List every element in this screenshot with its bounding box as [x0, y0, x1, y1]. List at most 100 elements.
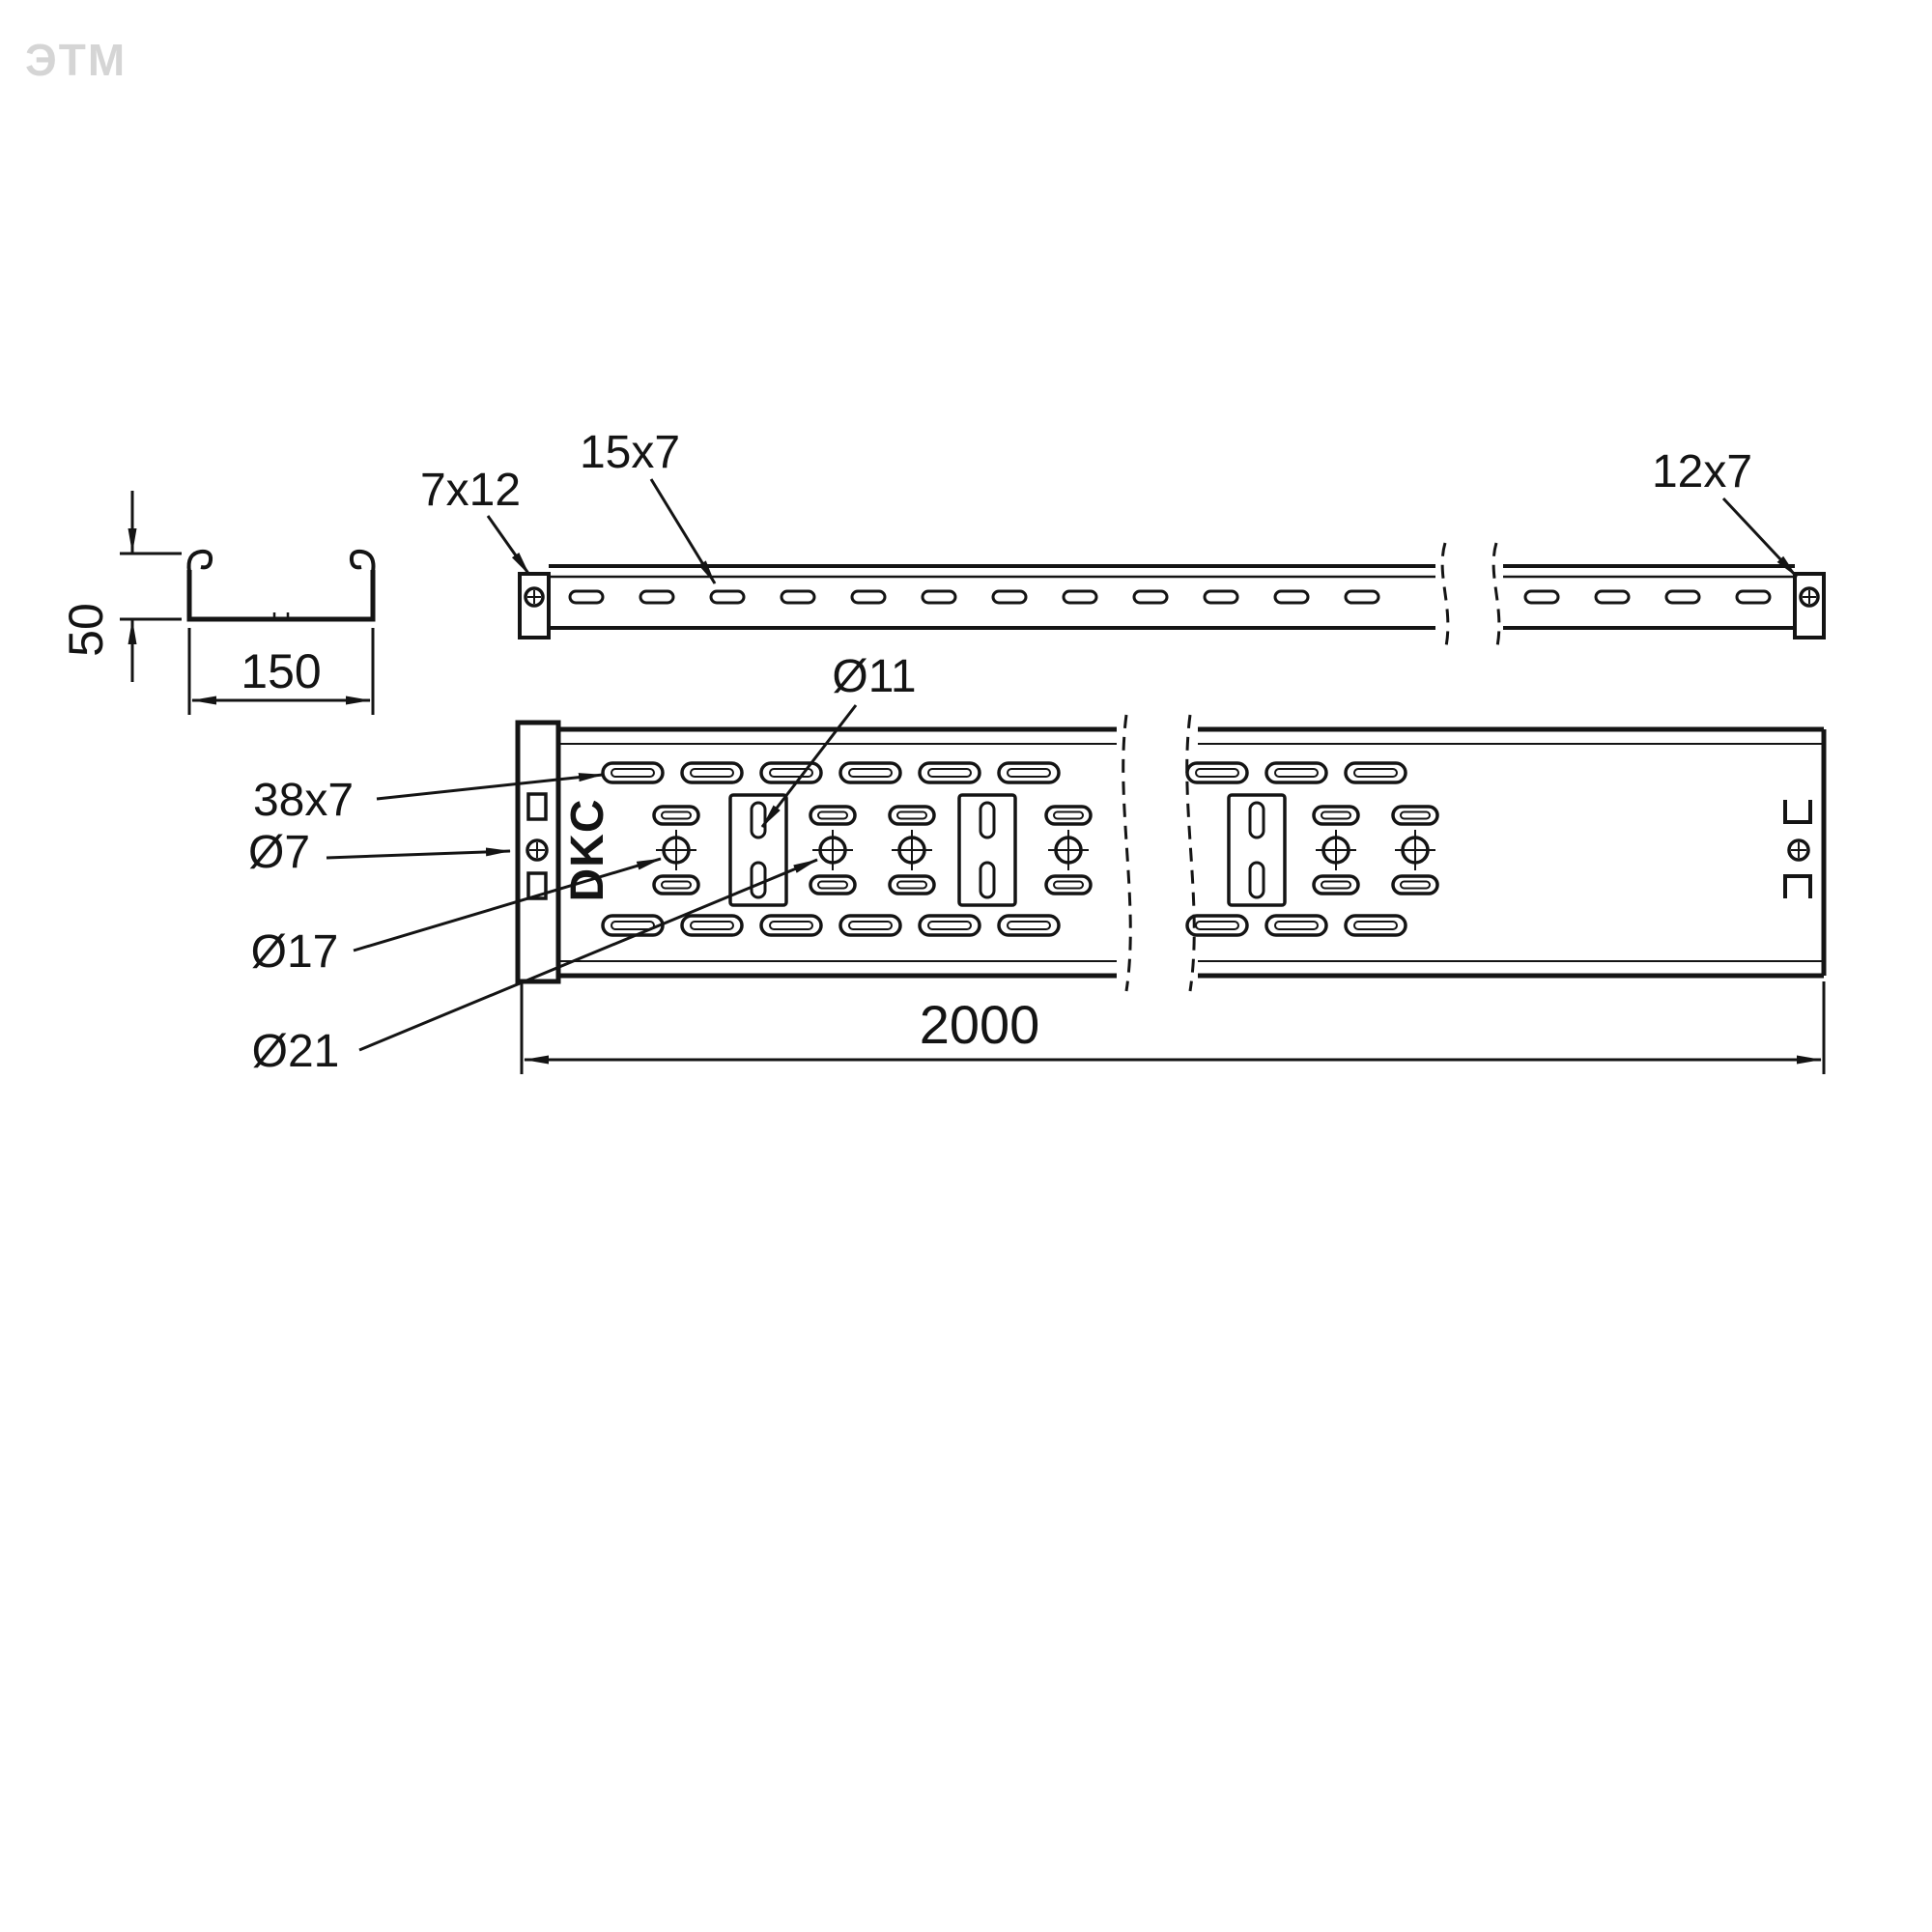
short-slot	[888, 874, 936, 895]
leader-d7	[326, 847, 511, 860]
plate-slot	[750, 801, 767, 839]
long-slot	[1264, 914, 1328, 937]
short-slot-inner	[1400, 880, 1431, 890]
plate-slot	[979, 801, 996, 839]
screw-side-left	[524, 586, 545, 608]
long-slot-inner	[611, 921, 655, 930]
leader-7x12	[486, 515, 531, 576]
long-slot	[838, 914, 902, 937]
long-slot-inner	[927, 921, 972, 930]
plan-left-end-plate	[515, 720, 561, 984]
dim-length-value: 2000	[920, 994, 1040, 1055]
leader-15x7	[649, 478, 717, 584]
side-slot	[1203, 589, 1239, 605]
connector-plate	[1227, 793, 1287, 907]
long-slot	[1185, 914, 1249, 937]
long-slot-inner	[1353, 768, 1398, 778]
long-slot	[759, 761, 823, 784]
side-slot	[1273, 589, 1310, 605]
short-slot	[809, 805, 857, 826]
dim-height-50: 50	[59, 491, 182, 682]
long-slot-inner	[1353, 921, 1398, 930]
screw-plan-right	[1787, 838, 1810, 862]
leader-d11	[760, 704, 858, 828]
short-slot-inner	[896, 880, 927, 890]
long-slot-inner	[1274, 768, 1319, 778]
plate-slot	[1248, 861, 1265, 899]
long-slot	[997, 761, 1061, 784]
plate-slot	[1248, 801, 1265, 839]
long-slot	[997, 914, 1061, 937]
side-slot	[639, 589, 675, 605]
short-slot	[652, 874, 700, 895]
leader-d17	[353, 857, 662, 952]
short-slot-inner	[1321, 810, 1351, 820]
short-slot-inner	[896, 810, 927, 820]
short-slot	[1044, 805, 1093, 826]
label-15x7: 15x7	[580, 427, 680, 478]
long-slot-inner	[848, 921, 893, 930]
short-slot	[1312, 805, 1360, 826]
side-break-line	[1492, 542, 1501, 652]
end-plate-square-hole	[526, 871, 548, 900]
label-12x7: 12x7	[1652, 446, 1752, 497]
long-slot	[918, 914, 981, 937]
long-slot	[601, 761, 665, 784]
long-slot-inner	[611, 768, 655, 778]
side-slot	[1062, 589, 1098, 605]
label-d7: Ø7	[248, 827, 310, 878]
side-slot	[780, 589, 816, 605]
long-slot-inner	[690, 768, 734, 778]
side-view-labels: 7x12 15x7 12x7	[420, 427, 1799, 584]
side-slot	[1132, 589, 1169, 605]
long-slot-inner	[769, 768, 813, 778]
side-slot	[1594, 589, 1631, 605]
plan-break-line	[1185, 714, 1196, 992]
long-slot-inner	[1007, 768, 1051, 778]
dim-width-value: 150	[241, 644, 321, 698]
side-view-slots	[568, 589, 1772, 605]
side-slot	[709, 589, 746, 605]
side-break-line	[1440, 542, 1450, 652]
short-slot-inner	[817, 880, 848, 890]
short-slot-inner	[661, 880, 692, 890]
side-right-end-plate	[1793, 572, 1826, 639]
label-7x12: 7x12	[420, 465, 521, 516]
label-d17: Ø17	[251, 926, 339, 978]
dim-height-value: 50	[59, 603, 113, 657]
short-slot-inner	[661, 810, 692, 820]
short-slot-inner	[817, 810, 848, 820]
long-slot-inner	[1195, 921, 1239, 930]
screw-plan-left	[526, 838, 549, 862]
side-slot	[921, 589, 957, 605]
short-slot	[652, 805, 700, 826]
plate-slot	[979, 861, 996, 899]
long-slot	[918, 761, 981, 784]
watermark-etm-logo: ЭТМ	[25, 35, 127, 85]
side-slot	[1344, 589, 1380, 605]
short-slot	[1391, 805, 1439, 826]
short-slot	[888, 805, 936, 826]
label-38x7: 38x7	[253, 775, 354, 826]
long-slot	[838, 761, 902, 784]
tray-cross-section-outline	[186, 570, 376, 622]
long-slot-inner	[927, 768, 972, 778]
side-slot	[568, 589, 605, 605]
long-slot	[680, 761, 744, 784]
side-view: 7x12 15x7 12x7	[420, 427, 1826, 652]
long-slot	[1344, 914, 1407, 937]
short-slot-inner	[1400, 810, 1431, 820]
long-slot-inner	[690, 921, 734, 930]
side-slot	[1523, 589, 1560, 605]
short-slot-inner	[1321, 880, 1351, 890]
side-slot	[1735, 589, 1772, 605]
short-slot	[809, 874, 857, 895]
end-tab-bracket-top	[1783, 800, 1812, 824]
long-slot	[1185, 761, 1249, 784]
side-slot	[991, 589, 1028, 605]
connector-plate	[728, 793, 788, 907]
long-slot-inner	[1274, 921, 1319, 930]
plan-view-labels: Ø11 38x7 Ø7 Ø17 Ø21	[248, 651, 917, 1077]
